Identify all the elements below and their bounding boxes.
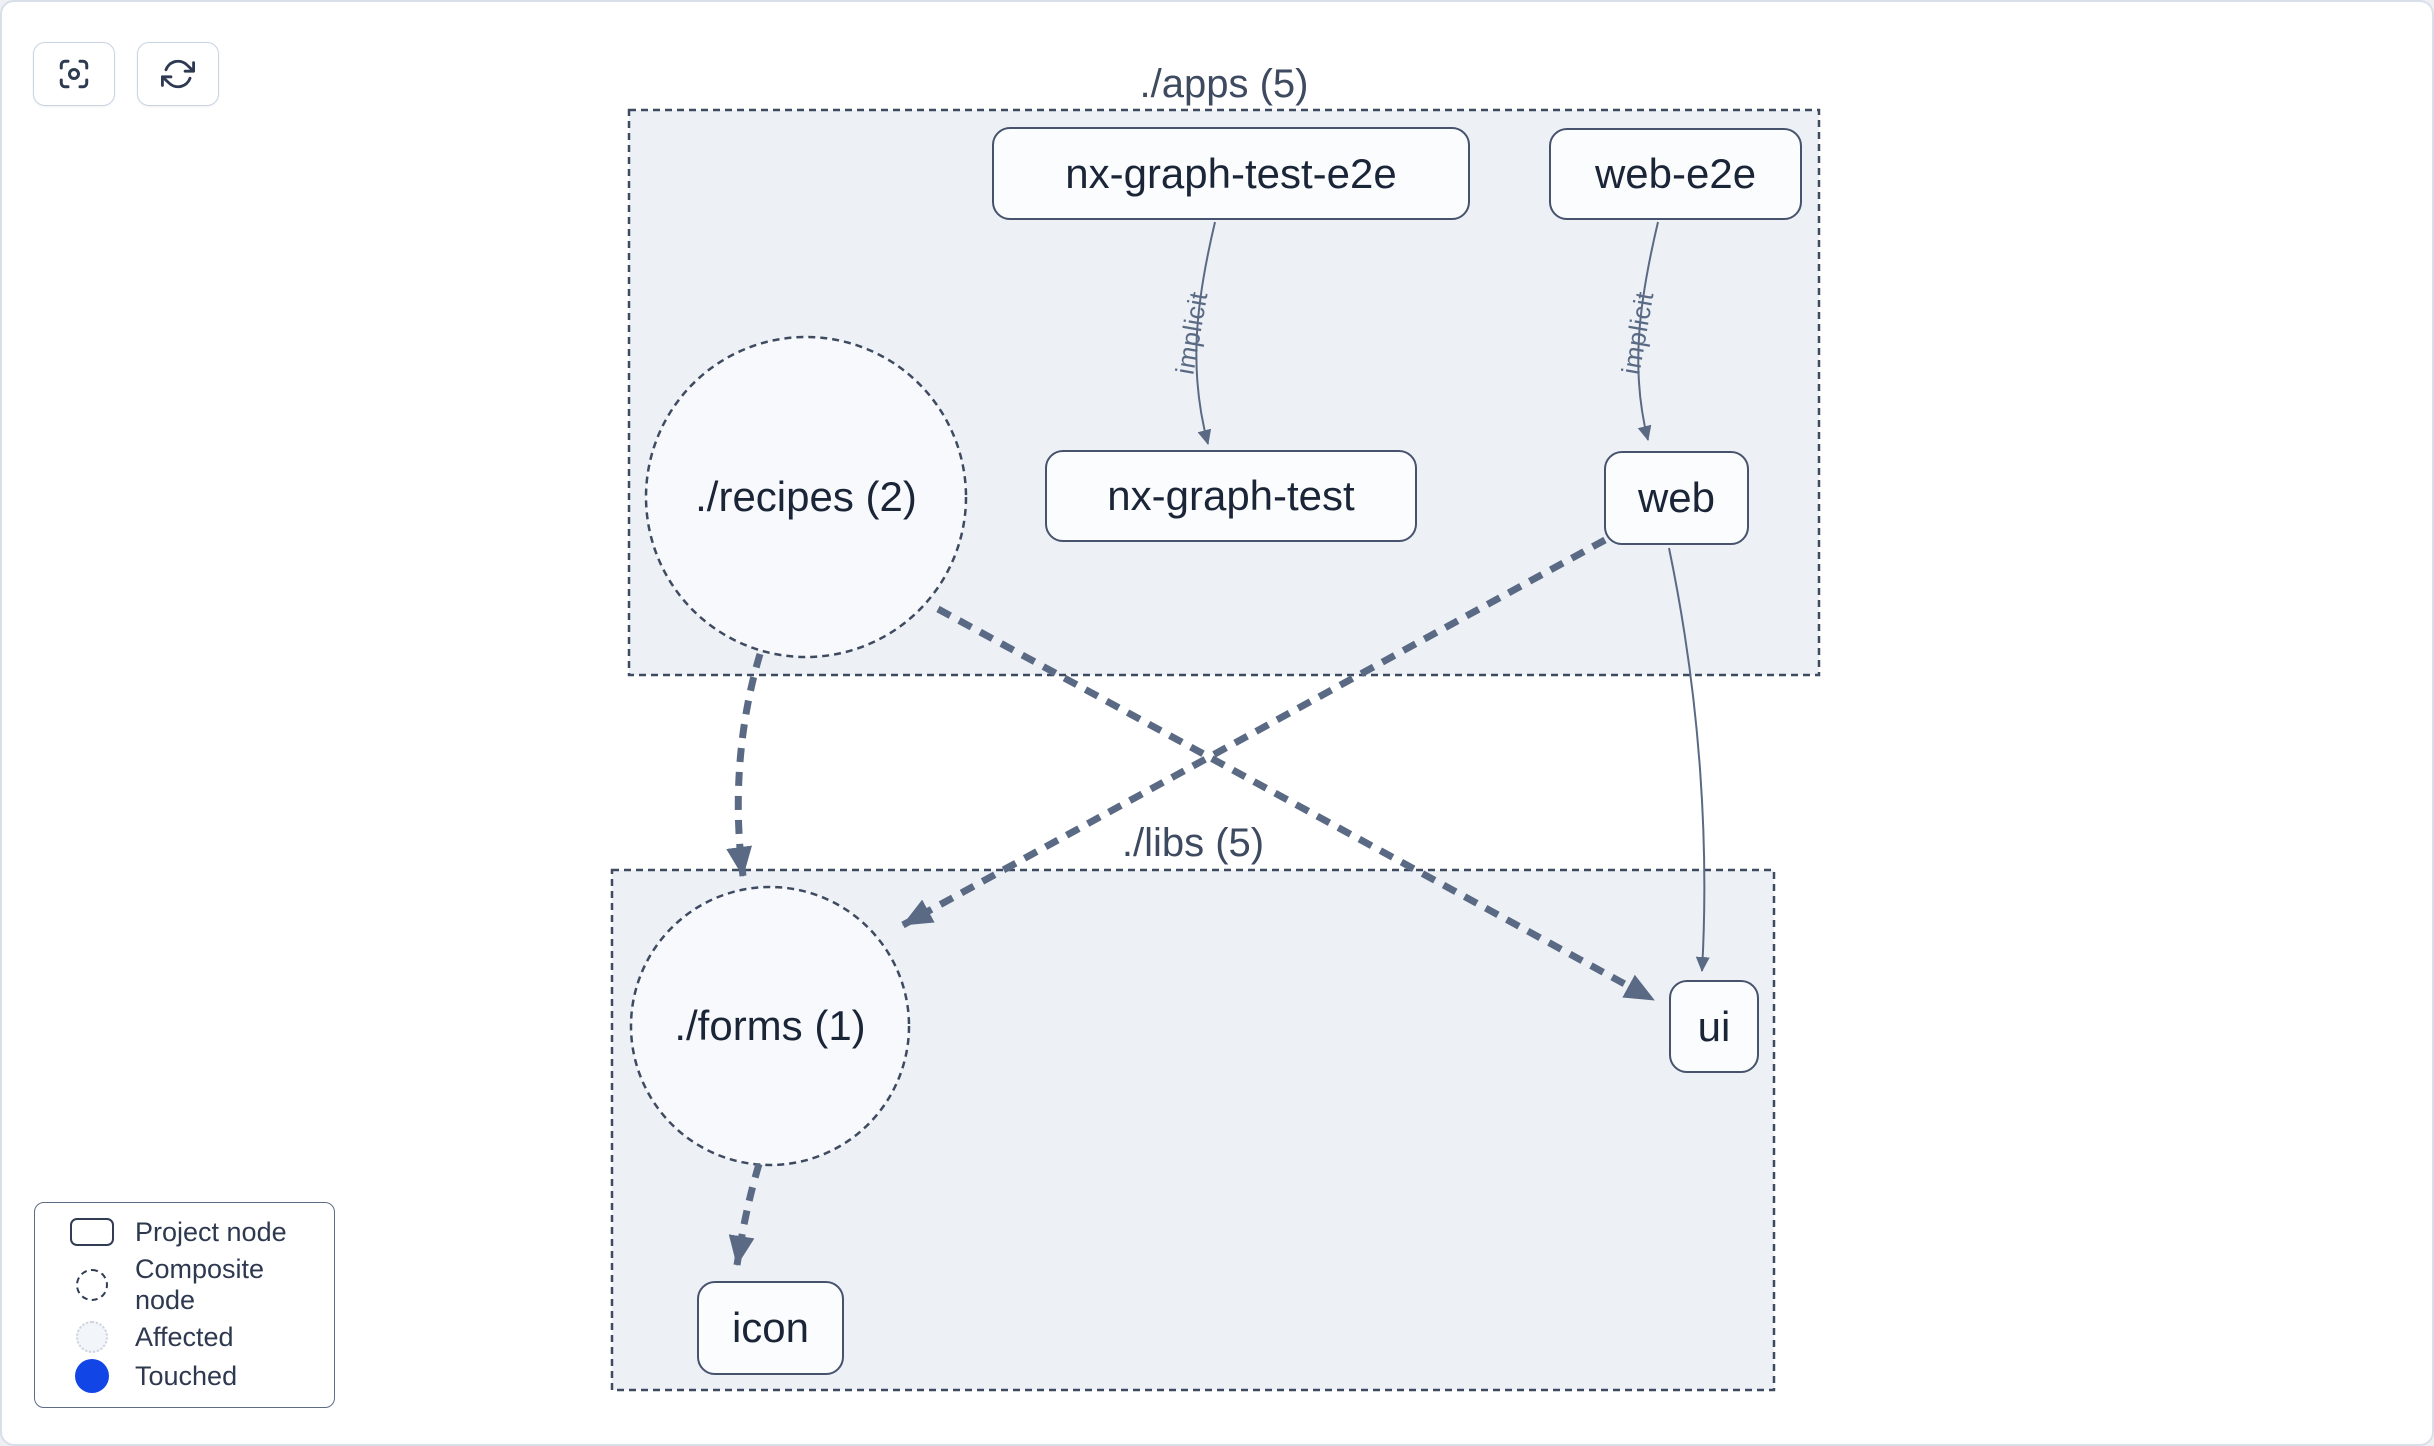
composite-node-recipes[interactable]: ./recipes (2)	[646, 337, 966, 657]
composite-node-swatch-icon	[61, 1268, 123, 1301]
node-web-e2e[interactable]: web-e2e	[1549, 128, 1802, 220]
composite-node-forms[interactable]: ./forms (1)	[631, 887, 909, 1165]
edge-nx-graph-test-e2e-to-nx-graph-test	[1195, 221, 1216, 445]
edge-recipes-to-ui	[936, 605, 1656, 1004]
composite-node-label: ./recipes (2)	[695, 473, 917, 520]
edge-forms-to-icon	[728, 1163, 763, 1266]
node-label: web-e2e	[1594, 150, 1757, 197]
legend-label: Project node	[135, 1216, 287, 1247]
node-label: ui	[1697, 1002, 1731, 1050]
edge-web-to-ui	[1668, 547, 1710, 972]
node-label: nx-graph-test-e2e	[1065, 149, 1397, 197]
node-nx-graph-test[interactable]: nx-graph-test	[1045, 450, 1417, 542]
node-ui[interactable]: ui	[1669, 980, 1759, 1073]
legend-label: Composite node	[135, 1253, 265, 1315]
node-label: icon	[731, 1304, 810, 1351]
refresh-button[interactable]	[137, 42, 219, 106]
edge-web-e2e-to-web	[1637, 221, 1659, 441]
legend-row-touched: Touched	[61, 1359, 324, 1394]
legend-label: Touched	[135, 1360, 238, 1391]
edge-web-to-forms	[901, 536, 1607, 929]
legend-label: Affected	[135, 1321, 234, 1352]
group-label-libs: ./libs (5)	[1121, 821, 1265, 865]
toolbar	[33, 42, 219, 106]
touched-swatch-icon	[61, 1359, 123, 1394]
composite-node-label: ./forms (1)	[674, 1002, 866, 1049]
group-label-apps: ./apps (5)	[1139, 62, 1309, 106]
composite-node-forms-circle	[629, 885, 911, 1167]
focus-icon	[56, 56, 92, 92]
edge-recipes-to-forms	[726, 652, 764, 877]
node-label: web	[1637, 474, 1716, 521]
refresh-icon	[161, 57, 195, 91]
composite-node-recipes-circle	[644, 335, 968, 659]
affected-swatch-icon	[61, 1321, 123, 1354]
legend: Project node Composite node Affected Tou…	[34, 1202, 335, 1408]
legend-row-project-node: Project node	[61, 1217, 324, 1248]
legend-row-affected: Affected	[61, 1321, 324, 1354]
node-nx-graph-test-e2e[interactable]: nx-graph-test-e2e	[992, 127, 1470, 220]
legend-row-composite-node: Composite node	[61, 1254, 324, 1316]
node-web[interactable]: web	[1604, 451, 1749, 545]
node-icon[interactable]: icon	[697, 1281, 844, 1375]
project-node-swatch-icon	[61, 1218, 123, 1247]
node-label: nx-graph-test	[1107, 472, 1355, 519]
zoom-to-fit-button[interactable]	[33, 42, 115, 106]
